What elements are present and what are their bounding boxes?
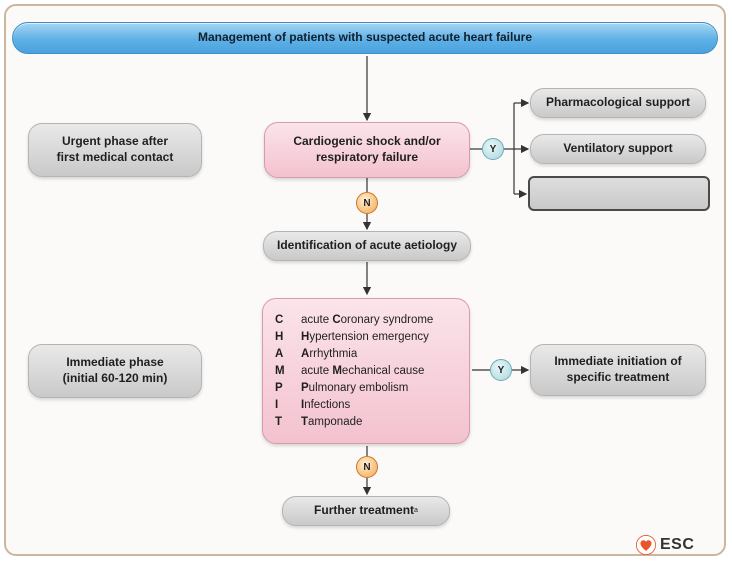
ventilatory-support-box: Ventilatory support <box>530 134 706 164</box>
yes-connector-label: Y <box>497 364 505 376</box>
champit-rest: echanical cause <box>341 364 425 377</box>
champit-row-mechanical: M acute Mechanical cause <box>275 363 461 380</box>
champit-text: Pulmonary embolism <box>301 380 408 397</box>
champit-text: Arrhythmia <box>301 346 357 363</box>
champit-key: M <box>332 364 342 377</box>
heart-shape <box>640 540 652 551</box>
further-treatment-footnote-mark: a <box>414 507 418 515</box>
aetiology-box: Identification of acute aetiology <box>263 231 471 261</box>
further-treatment-label: Further treatment <box>314 503 415 518</box>
champit-text: Tamponade <box>301 414 362 431</box>
champit-letter: M <box>275 364 285 377</box>
immediate-phase-label: Immediate phase (initial 60-120 min) <box>62 355 168 385</box>
champit-text: acute Coronary syndrome <box>301 312 433 329</box>
champit-row-pulmonary: P Pulmonary embolism <box>275 380 461 397</box>
champit-text: Infections <box>301 397 350 414</box>
blank-support-box <box>528 176 710 211</box>
urgent-phase-box: Urgent phase after first medical contact <box>28 123 202 177</box>
champit-key: H <box>301 330 310 343</box>
champit-rest: nfections <box>304 398 351 411</box>
champit-rest: rrhythmia <box>309 347 358 360</box>
champit-text: acute Mechanical cause <box>301 363 424 380</box>
champit-key: A <box>301 347 310 360</box>
champit-row-coronary: C acute Coronary syndrome <box>275 312 461 329</box>
champit-letter: H <box>275 330 284 343</box>
ventilatory-support-label: Ventilatory support <box>563 141 673 156</box>
champit-key: T <box>301 415 309 428</box>
champit-row-tamponade: T Tamponade <box>275 414 461 431</box>
champit-letter: P <box>275 381 283 394</box>
urgent-phase-label: Urgent phase after first medical contact <box>56 134 174 164</box>
champit-letter: A <box>275 347 284 360</box>
cardiogenic-shock-box: Cardiogenic shock and/or respiratory fai… <box>264 122 470 178</box>
immediate-phase-box: Immediate phase (initial 60-120 min) <box>28 344 202 398</box>
no-connector: N <box>356 456 378 478</box>
aetiology-label: Identification of acute aetiology <box>276 238 458 253</box>
yes-connector-label: Y <box>489 143 497 155</box>
no-connector: N <box>356 192 378 214</box>
esc-logo-text: ESC <box>660 536 695 553</box>
esc-logo: ESC <box>636 535 694 555</box>
heart-icon <box>636 535 656 555</box>
cardiogenic-shock-label: Cardiogenic shock and/or respiratory fai… <box>293 134 441 164</box>
champit-key: I <box>301 398 305 411</box>
champit-key: C <box>332 313 341 326</box>
diagram-title-banner: Management of patients with suspected ac… <box>12 22 718 54</box>
immediate-treatment-label: Immediate initiation of specific treatme… <box>554 354 682 384</box>
champit-rest: ulmonary embolism <box>308 381 409 394</box>
champit-box: C acute Coronary syndrome H Hypertension… <box>262 298 470 444</box>
champit-letter: I <box>275 398 279 411</box>
pharmacological-support-box: Pharmacological support <box>530 88 706 118</box>
no-connector-label: N <box>363 197 371 209</box>
champit-letter: C <box>275 313 284 326</box>
pharmacological-support-label: Pharmacological support <box>545 95 691 110</box>
yes-connector: Y <box>482 138 504 160</box>
champit-row-hypertension: H Hypertension emergency <box>275 329 461 346</box>
champit-prefix: acute <box>301 313 333 326</box>
no-connector-label: N <box>363 461 371 473</box>
champit-rest: oronary syndrome <box>340 313 434 326</box>
champit-prefix: acute <box>301 364 333 377</box>
champit-text: Hypertension emergency <box>301 329 429 346</box>
champit-key: P <box>301 381 309 394</box>
champit-row-arrhythmia: A Arrhythmia <box>275 346 461 363</box>
champit-rest: amponade <box>308 415 363 428</box>
champit-row-infections: I Infections <box>275 397 461 414</box>
champit-letter: T <box>275 415 283 428</box>
champit-rest: ypertension emergency <box>309 330 429 343</box>
immediate-treatment-box: Immediate initiation of specific treatme… <box>530 344 706 396</box>
yes-connector: Y <box>490 359 512 381</box>
